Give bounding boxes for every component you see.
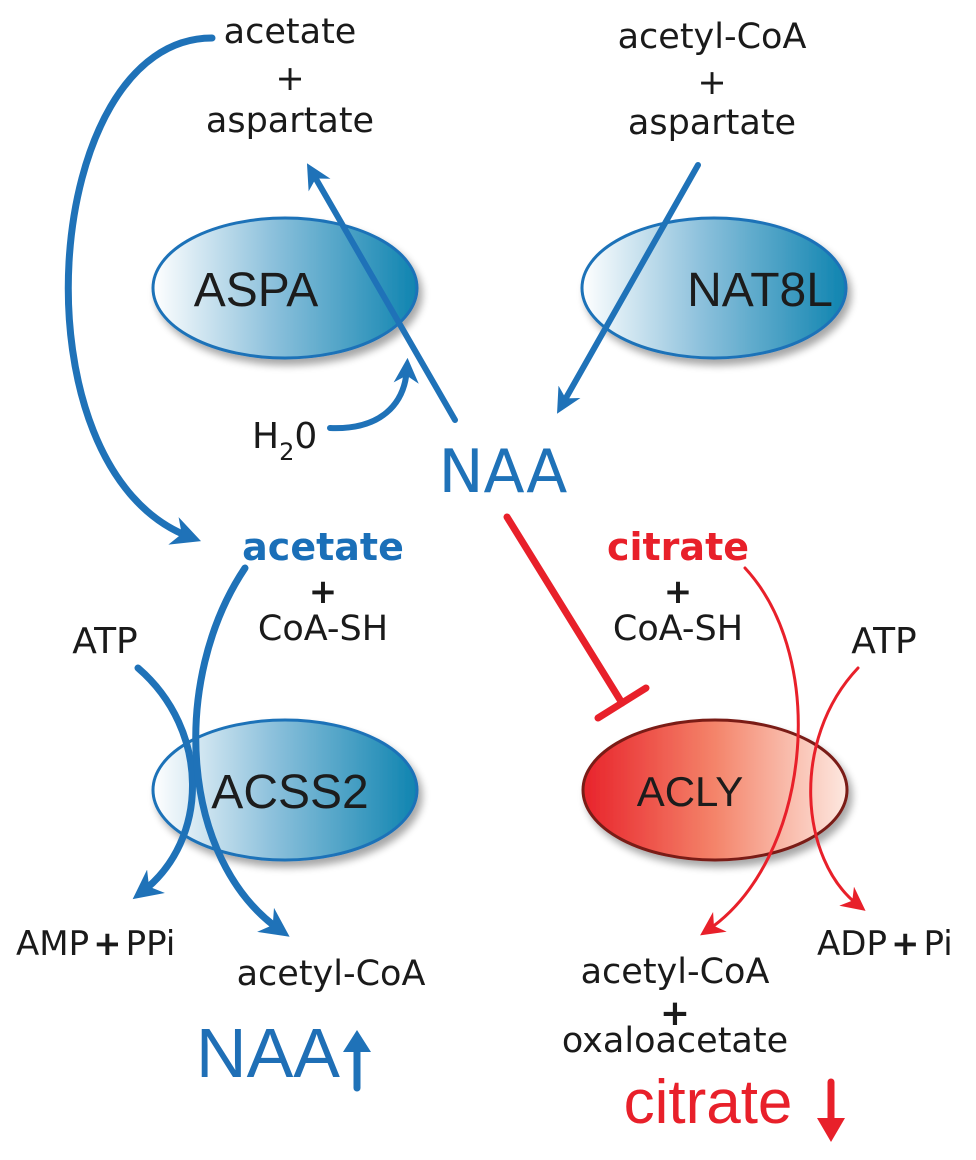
top-right-acetyl-coa: acetyl-CoA [618,17,807,57]
top-right-plus: + [697,63,726,103]
down-arrow-icon [817,1078,845,1142]
acetate-coash: CoA-SH [258,609,388,649]
acly-label: ACLY [637,768,744,815]
enzyme-acss2: ACSS2 [151,718,419,862]
summary-naa-label: NAA [196,1014,340,1092]
summary-citrate-label: citrate [624,1068,793,1137]
acetate-plus: + [309,572,338,612]
acss2-label: ACSS2 [211,766,368,819]
arrow-nat8l-to-naa [557,162,701,414]
arrow-atp-to-adp [809,666,866,911]
top-right-aspartate: aspartate [628,103,796,143]
naa-center-label: NAA [439,437,568,507]
enzyme-aspa: ASPA [151,216,419,360]
atp-right-label: ATP [851,621,917,662]
enzyme-acly: ACLY [581,718,849,862]
oxaloacetate-label: oxaloacetate [562,1021,788,1061]
acetyl-coa-left: acetyl-CoA [237,954,426,994]
citrate-plus: + [664,572,693,612]
inhibition-naa-acly [503,513,650,722]
arrow-acetate-to-acetylcoa [192,564,290,937]
top-left-acetate: acetate [224,12,357,52]
amp-ppi-label: AMP+PPi [16,924,175,964]
adp-pi-label: ADP+Pi [817,924,953,964]
nat8l-label: NAT8L [687,264,833,317]
right-plus: + [660,993,690,1034]
top-left-aspartate: aspartate [206,101,374,141]
top-left-plus: + [275,59,304,99]
arrow-acetate-recycle [64,34,216,545]
arrow-citrate-to-acetylcoa [700,566,800,936]
arrow-water-to-aspa [327,357,419,432]
aspa-label: ASPA [194,264,319,317]
arrow-naa-to-aspa-products [306,163,458,423]
enzyme-nat8l: NAT8L [580,216,848,360]
water-label: H20 [252,416,317,466]
acetate-bold-label: acetate [242,525,404,569]
citrate-coash: CoA-SH [613,609,743,649]
up-arrow-icon [343,1030,371,1092]
citrate-bold-label: citrate [607,525,749,569]
arrow-atp-to-amp [132,664,196,900]
atp-left-label: ATP [72,621,138,662]
acetyl-coa-right: acetyl-CoA [581,952,770,992]
